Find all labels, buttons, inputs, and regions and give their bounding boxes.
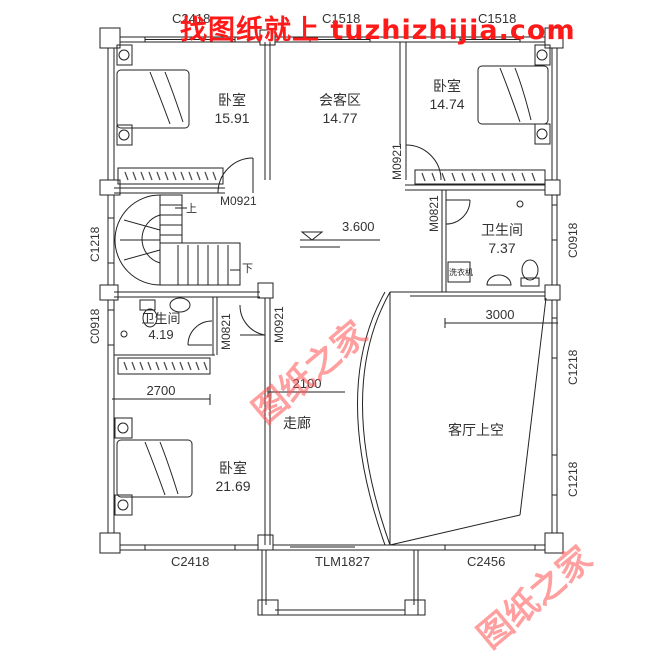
door-label-bedroom-2: M0921 — [390, 143, 404, 180]
dimension-lines — [112, 231, 558, 405]
dimension-wardrobe: 2700 — [146, 383, 176, 398]
room-area: 7.37 — [488, 239, 516, 256]
room-area: 14.77 — [322, 109, 358, 126]
room-name: 客厅上空 — [448, 422, 504, 438]
beds — [114, 44, 551, 516]
window-label-bottom-right: C2456 — [467, 554, 506, 569]
window-label-top-center: C1518 — [322, 11, 361, 26]
bath-fixtures — [120, 200, 540, 338]
window-label-bottom-left: C2418 — [171, 554, 210, 569]
top-windows — [144, 36, 521, 43]
room-bathroom-2: 卫生间 4.19 — [141, 311, 180, 344]
window-label-top-left: C2418 — [172, 11, 211, 26]
door-label-balcony: TLM1827 — [315, 554, 370, 569]
window-label-left-upper: C1218 — [88, 226, 102, 262]
window-label-right-lower: C1218 — [566, 461, 580, 497]
room-bathroom-1: 卫生间 7.37 — [481, 222, 523, 257]
room-bedroom-2: 卧室 14.74 — [429, 78, 464, 113]
washing-machine-label: 洗衣机 — [449, 268, 473, 277]
door-label-bath-right: M0821 — [427, 195, 441, 232]
door-label-bedroom-1: M0921 — [220, 194, 257, 208]
door-label-bath-left: M0821 — [219, 313, 233, 350]
room-living-void: 客厅上空 — [448, 422, 504, 440]
staircase — [114, 194, 241, 286]
dimension-corridor: 2100 — [292, 376, 322, 391]
room-corridor: 走廊 — [283, 415, 311, 433]
watermark-top: 找图纸就上 tuzhizhijia.com — [180, 15, 576, 46]
room-name: 卫生间 — [481, 222, 523, 238]
room-area: 14.74 — [429, 95, 465, 112]
wardrobes — [117, 167, 546, 375]
curved-wall — [357, 291, 547, 546]
room-area: 4.19 — [148, 327, 174, 343]
door-swings — [187, 144, 471, 346]
window-label-right-middle: C1218 — [566, 349, 580, 385]
interior-walls — [114, 42, 545, 545]
room-area: 15.91 — [214, 109, 250, 126]
room-name: 卧室 — [218, 460, 247, 476]
room-name: 走廊 — [283, 415, 311, 431]
window-label-top-right: C1518 — [478, 11, 517, 26]
room-name: 卧室 — [217, 92, 246, 108]
room-bedroom-3: 卧室 21.69 — [215, 460, 250, 495]
window-label-left-lower: C0918 — [88, 308, 102, 344]
room-reception: 会客区 14.77 — [319, 92, 361, 127]
door-label-bedroom-3: M0921 — [272, 306, 286, 343]
floor-level: 3.600 — [342, 219, 375, 234]
stair-down-label: 下 — [242, 263, 253, 275]
stair-up-label: 上 — [186, 203, 197, 215]
room-name: 卧室 — [432, 78, 461, 94]
side-windows — [107, 204, 558, 551]
room-name: 卫生间 — [141, 311, 181, 326]
balcony — [261, 550, 419, 616]
dimension-bath-width: 3000 — [485, 307, 515, 322]
window-label-right-upper: C0918 — [566, 222, 580, 258]
room-area: 21.69 — [215, 477, 251, 494]
room-bedroom-1: 卧室 15.91 — [214, 92, 249, 127]
room-name: 会客区 — [319, 92, 361, 108]
floor-plan — [99, 27, 564, 616]
